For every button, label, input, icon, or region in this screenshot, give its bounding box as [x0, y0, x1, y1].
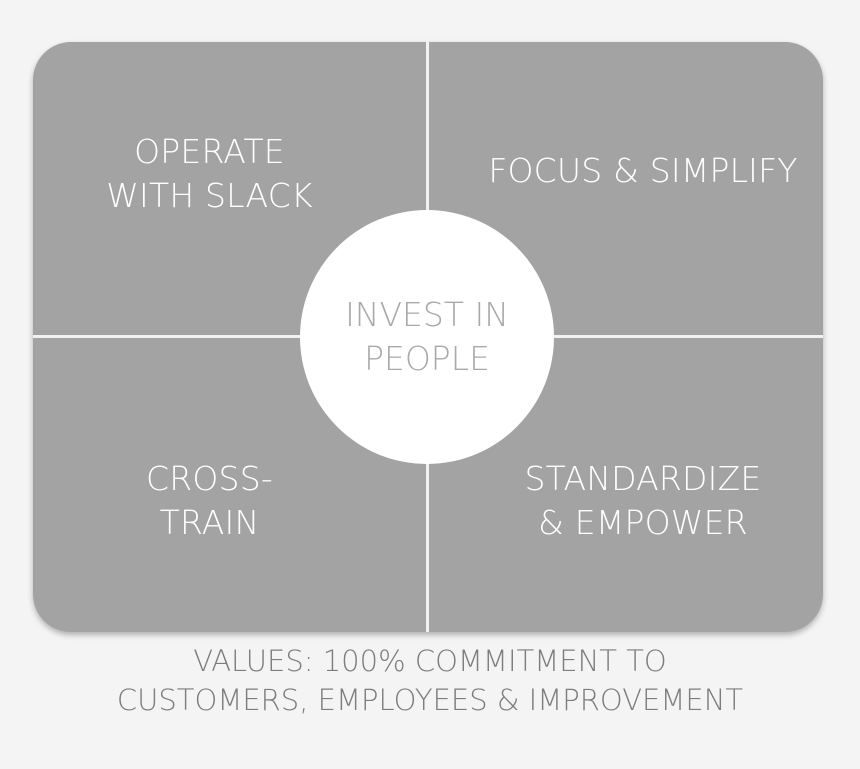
values-diagram: OPERATE WITH SLACK FOCUS & SIMPLIFY CROS… — [33, 42, 823, 632]
caption-line: VALUES: 100% COMMITMENT TO — [193, 644, 667, 678]
quadrant-cross-train: CROSS- TRAIN — [33, 457, 386, 545]
quadrant-label-line: OPERATE — [134, 132, 285, 171]
quadrant-label-line: STANDARDIZE — [524, 459, 762, 498]
quadrant-label-line: & EMPOWER — [538, 503, 748, 542]
center-circle-invest-in-people: INVEST IN PEOPLE — [300, 210, 554, 464]
quadrant-label-line: CROSS- — [146, 459, 273, 498]
caption-line: CUSTOMERS, EMPLOYEES & IMPROVEMENT — [116, 683, 744, 717]
quadrant-operate-with-slack: OPERATE WITH SLACK — [33, 130, 386, 218]
quadrant-label-line: TRAIN — [159, 503, 260, 542]
quadrant-label-line: FOCUS & SIMPLIFY — [488, 151, 798, 190]
quadrant-standardize-empower: STANDARDIZE & EMPOWER — [463, 457, 823, 545]
center-label-line: PEOPLE — [364, 339, 490, 378]
quadrant-label-line: WITH SLACK — [106, 176, 313, 215]
values-caption: VALUES: 100% COMMITMENT TO CUSTOMERS, EM… — [0, 642, 860, 720]
quadrant-focus-simplify: FOCUS & SIMPLIFY — [463, 149, 823, 193]
center-label-line: INVEST IN — [345, 295, 509, 334]
